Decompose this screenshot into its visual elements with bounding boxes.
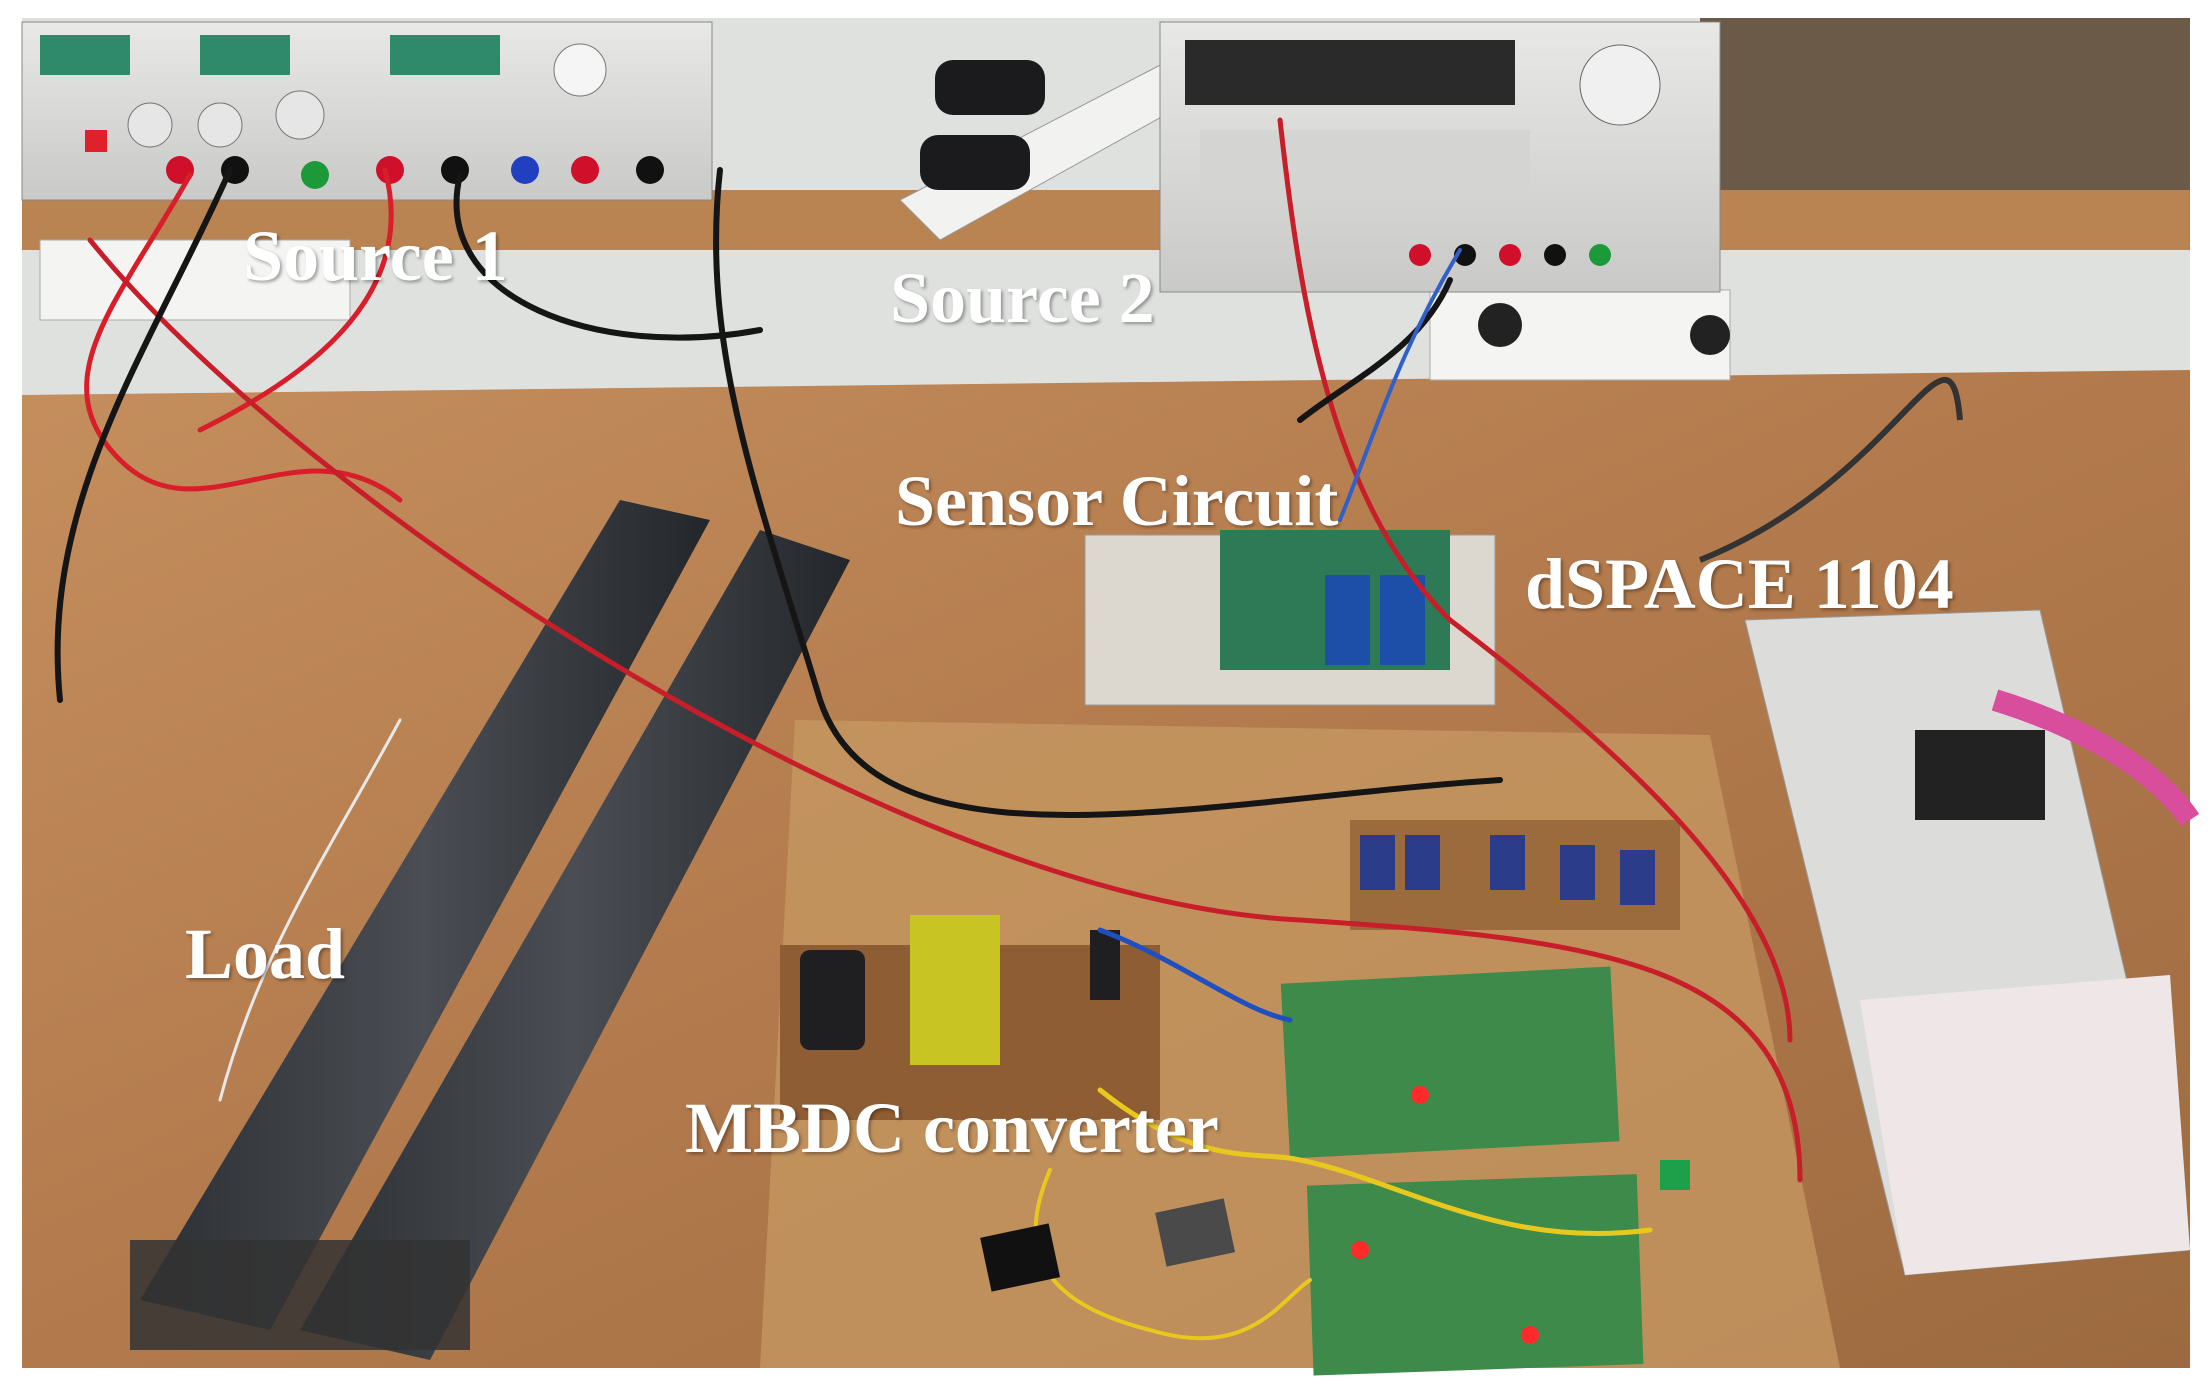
terminal-green	[1589, 244, 1611, 266]
terminal-block	[1660, 1160, 1690, 1190]
wire-blue	[1338, 248, 1462, 522]
plug	[935, 60, 1045, 115]
terminal-black	[1544, 244, 1566, 266]
ribbon-cable	[1991, 689, 2200, 827]
plug	[1478, 303, 1522, 347]
wiring	[54, 117, 1803, 1341]
display	[1185, 40, 1515, 105]
knob	[197, 102, 243, 148]
dspace-1104-panel	[1744, 609, 2191, 1276]
source-1-label: Source 1	[243, 216, 508, 296]
wire-red	[197, 167, 394, 433]
source-2-power-supply	[1159, 21, 1721, 293]
terminal-black	[636, 156, 664, 184]
gate-driver-board	[1306, 1174, 1644, 1376]
display	[200, 35, 290, 75]
terminal-red	[571, 156, 599, 184]
connector	[980, 1223, 1061, 1292]
power-switch	[85, 130, 107, 152]
knob	[127, 102, 173, 148]
capacitor	[1405, 835, 1440, 890]
rheostat-base	[130, 1240, 470, 1350]
led	[1411, 1086, 1429, 1104]
capacitor	[1490, 835, 1525, 890]
connector	[1915, 730, 2045, 820]
display	[390, 35, 500, 75]
plug	[920, 135, 1030, 190]
terminal-black	[441, 156, 469, 184]
dspace-label: dSPACE 1104	[1525, 544, 1954, 624]
load-label: Load	[185, 914, 346, 994]
wire-white	[218, 718, 402, 1102]
button-panel	[1200, 130, 1530, 190]
wire-yellow	[1097, 1087, 1653, 1236]
gate-driver-board	[1280, 966, 1620, 1159]
wire-blue	[1097, 927, 1293, 1023]
connector	[1155, 1198, 1236, 1267]
cable	[1698, 377, 1963, 563]
source-1-power-supply	[21, 21, 713, 201]
capacitor	[1560, 845, 1595, 900]
led	[1521, 1326, 1539, 1344]
terminal-green	[301, 161, 329, 189]
knob	[1579, 44, 1661, 126]
capacitor	[1380, 575, 1425, 665]
wire-red	[1277, 117, 1793, 1043]
wall-sockets-left	[39, 239, 351, 321]
sensor-circuit-board	[1084, 530, 1496, 706]
plug	[1690, 315, 1730, 355]
mbdc-converter-board	[780, 915, 1160, 1120]
inductor	[1090, 930, 1120, 1000]
sensor-circuit-label: Sensor Circuit	[895, 461, 1339, 541]
terminal-red	[376, 156, 404, 184]
source-2-label: Source 2	[890, 258, 1155, 338]
capacitor	[1325, 575, 1370, 665]
capacitor	[1360, 835, 1395, 890]
wire-black	[453, 172, 763, 341]
mbdc-converter-label: MBDC converter	[685, 1088, 1219, 1168]
capacitor	[1620, 850, 1655, 905]
transformer	[910, 915, 1000, 1065]
knob	[553, 43, 607, 97]
wire-black	[1297, 277, 1453, 423]
terminal-red	[1409, 244, 1431, 266]
background-equipment	[1700, 18, 2190, 198]
capacitor-bank-board	[1350, 820, 1680, 930]
wire-red	[87, 237, 1803, 1183]
knob	[275, 90, 325, 140]
led	[1351, 1241, 1369, 1259]
capacitor	[800, 950, 865, 1050]
terminal-red	[1499, 244, 1521, 266]
rheostat-load	[130, 500, 850, 1360]
wall-sockets-right	[1429, 289, 1731, 381]
wire-black	[54, 167, 233, 703]
display	[40, 35, 130, 75]
terminal-blue	[511, 156, 539, 184]
wire-black	[713, 167, 1503, 818]
pin-label-area	[1860, 975, 2190, 1275]
